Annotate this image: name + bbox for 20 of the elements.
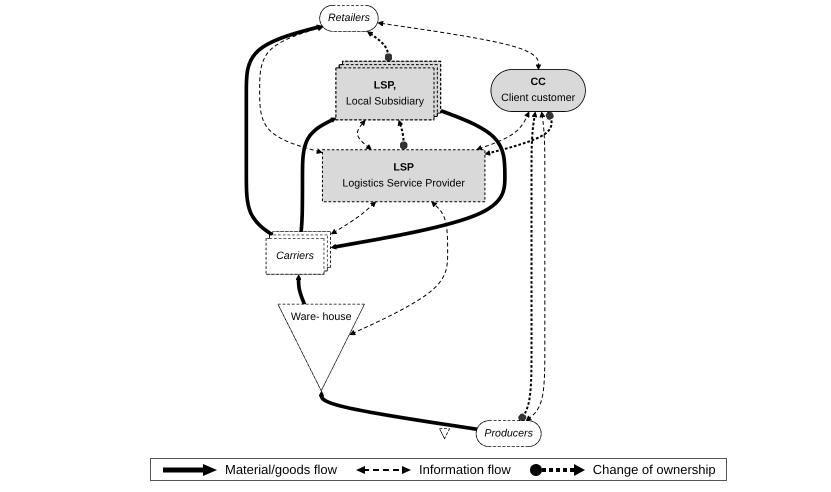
arrow [318, 390, 478, 432]
arrow [366, 31, 392, 62]
arrow [258, 26, 323, 154]
node-box: LSP Logistics Service Provider [322, 149, 486, 202]
arrow [349, 201, 448, 336]
arrow [525, 112, 545, 422]
arrow [244, 24, 322, 237]
arrow [476, 112, 530, 151]
arrow [518, 112, 537, 422]
arrow [298, 117, 336, 232]
arrow [330, 109, 506, 250]
arrow [356, 120, 372, 150]
legend-text: Change of ownership [592, 462, 716, 477]
arrow [295, 274, 306, 306]
arrow [377, 20, 541, 70]
legend-text: Information flow [419, 462, 511, 477]
arrow [330, 201, 376, 234]
legend-text: Material/goods flow [225, 462, 337, 477]
arrow [397, 120, 408, 150]
arrow [484, 111, 554, 156]
